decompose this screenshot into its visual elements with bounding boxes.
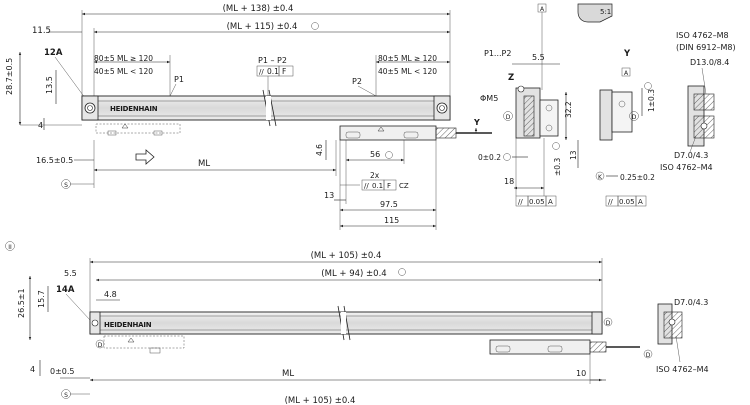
bottom-dim-5-5: 5.5 — [64, 269, 77, 278]
end-screw-m4: ISO 4762–M4 — [660, 163, 713, 172]
svg-text:D: D — [98, 342, 103, 349]
bottom-dim-10: 10 — [576, 369, 586, 378]
mount-label-12a: 12A — [44, 48, 63, 58]
side-tol-0-2: 0±0.2 — [478, 153, 501, 162]
bottom-height-26-5: 26.5±1 — [17, 288, 26, 318]
scale-5-1: 5:1 — [600, 8, 611, 16]
end-tol-1-0-3: 1±0.3 — [647, 89, 656, 112]
p1-label: P1 — [174, 75, 184, 84]
bottom-dim-0-5: 0±0.5 — [50, 367, 75, 376]
bottom-overall-length: (ML + 105) ±0.4 — [311, 251, 382, 261]
datum-f: F — [282, 67, 286, 76]
p1-p2-label: P1 – P2 — [258, 56, 287, 65]
overall-length-label: (ML + 138) ±0.4 — [223, 4, 294, 14]
end-datum-box: A — [624, 70, 629, 77]
left-spacing-1: 80±5 ML ≥ 120 — [94, 54, 153, 63]
dim-13-label-top: 13 — [324, 191, 334, 200]
end-flatness-symbol: // — [608, 198, 613, 206]
ml-label-bottom: ML — [282, 369, 294, 379]
side-dim-13: 13 — [569, 150, 578, 160]
dim-16-5-label: 16.5±0.5 — [36, 156, 73, 165]
end-screw-din: (DIN 6912–M8) — [676, 43, 736, 52]
dim-56-label: 56 — [370, 150, 380, 159]
dim-4-6-label: 4.6 — [315, 144, 324, 156]
p2-label: P2 — [352, 77, 362, 86]
bottom-screw: ISO 4762–M4 — [656, 365, 709, 374]
end-datum-a: A — [638, 198, 643, 206]
length-ml-115-label: (ML + 115) ±0.4 — [227, 22, 298, 32]
side-flatness: 0.05 — [529, 198, 545, 206]
ml-label-top: ML — [198, 159, 210, 169]
end-screw-m8: ISO 4762–M8 — [676, 31, 729, 40]
dim-4-label: 4 — [38, 121, 43, 130]
side-thread-m5: ΦM5 — [480, 94, 498, 103]
brand-logo-top: HEIDENHAIN — [110, 105, 158, 113]
left-spacing-2: 40±5 ML < 120 — [94, 67, 153, 76]
end-y: Y — [623, 49, 631, 59]
svg-text:D: D — [606, 320, 611, 327]
side-dim-5-5: 5.5 — [532, 53, 545, 62]
direction-arrow — [135, 149, 155, 165]
k-circle-mark — [311, 22, 319, 30]
bottom-dim-15-7: 15.7 — [37, 290, 46, 308]
end-view: 5:1 Y A D 1±0.3 ISO 4762–M8 (DIN 6912–M8… — [577, 3, 736, 207]
svg-text:D: D — [632, 114, 637, 121]
bottom-dim-4: 4 — [30, 365, 35, 374]
height-28-7-label: 28.7±0.5 — [5, 58, 14, 95]
brand-logo-bottom: HEIDENHAIN — [104, 321, 152, 329]
right-spacing-2: 40±5 ML < 120 — [378, 67, 437, 76]
dim-97-5-label: 97.5 — [380, 200, 398, 209]
cz-label: CZ — [399, 182, 409, 190]
parallelism-symbol: // — [259, 68, 264, 76]
top-view: (ML + 138) ±0.4 (ML + 115) ±0.4 11.5 12A… — [5, 4, 492, 230]
end-bore-7: D7.0/4.3 — [674, 151, 708, 160]
axis-y-top: Y — [473, 118, 480, 127]
bottom-view: II (ML + 105) ±0.4 (ML + 94) ±0.4 5.5 14… — [5, 241, 709, 405]
end-bore-13: D13.0/8.4 — [690, 58, 729, 67]
parallel-cz-symbol: // — [364, 182, 369, 190]
circle-s-letter: S — [64, 182, 68, 189]
bottom-bore: D7.0/4.3 — [674, 298, 708, 307]
parallelism-value: 0.1 — [267, 67, 279, 76]
svg-text:D: D — [646, 352, 651, 359]
bottom-circle-s: S — [64, 392, 68, 399]
left-offset-label: 11.5 — [32, 26, 51, 36]
end-dim-0-25: 0.25±0.2 — [620, 173, 655, 182]
side-tol-0-3: ±0.3 — [553, 158, 562, 176]
side-dim-32-2: 32.2 — [564, 101, 573, 118]
svg-text:K: K — [598, 174, 603, 181]
side-datum-a: A — [548, 198, 553, 206]
side-dim-18: 18 — [504, 177, 514, 186]
parallel-cz-value: 0.1 — [372, 182, 383, 190]
marker-ii: II — [8, 244, 12, 251]
side-view: P1...P2 5.5 A Z ΦM5 D 32.2 13 ±0.3 0±0.2… — [478, 3, 579, 207]
right-spacing-1: 80±5 ML ≥ 120 — [378, 54, 437, 63]
bottom-dim-4-8: 4.8 — [104, 290, 117, 299]
dim-13-5-label: 13.5 — [45, 76, 54, 94]
bottom-length-ml-94: (ML + 94) ±0.4 — [321, 269, 386, 279]
end-flatness: 0.05 — [619, 198, 635, 206]
side-p1-p2: P1...P2 — [484, 49, 511, 58]
svg-text:D: D — [506, 114, 511, 121]
bottom-mount-14a: 14A — [56, 285, 75, 295]
dim-115-label: 115 — [384, 216, 399, 225]
bottom-overall-bottom: (ML + 105) ±0.4 — [285, 396, 356, 405]
datum-f-cz: F — [387, 182, 391, 190]
side-datum-box: A — [540, 6, 545, 13]
side-flatness-symbol: // — [518, 198, 523, 206]
side-z: Z — [508, 73, 514, 83]
dim-2x-label: 2x — [370, 171, 380, 180]
